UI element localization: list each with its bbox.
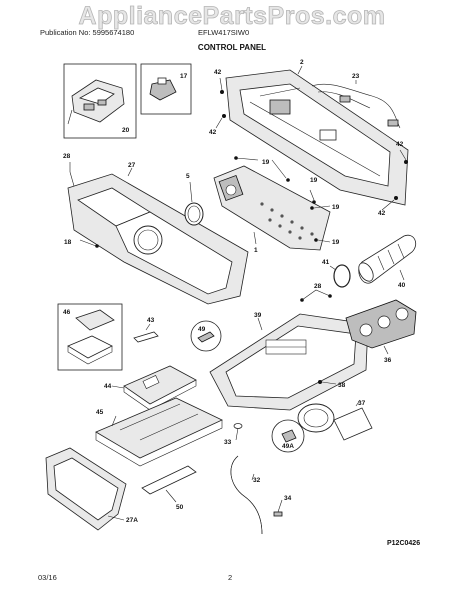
- callout-39: 39: [254, 312, 262, 319]
- part-32-hose: 32: [230, 455, 263, 535]
- part-2-rear-frame: 2: [225, 59, 409, 206]
- part-38-screw: 38: [318, 380, 346, 389]
- callout-49: 49: [198, 326, 206, 333]
- callout-32: 32: [253, 477, 261, 484]
- part-20-inset: 20: [63, 63, 137, 139]
- callout-27a: 27A: [126, 517, 138, 524]
- callout-19-d: 19: [332, 239, 340, 246]
- part-43-siphon: 43: [133, 317, 159, 343]
- callout-28: 28: [63, 153, 71, 160]
- callout-45: 45: [96, 409, 104, 416]
- part-41-ring: 41: [322, 259, 351, 288]
- screws-42: 42 42 42 42: [209, 69, 408, 217]
- publication-number: Publication No: 5995674180: [40, 28, 135, 37]
- callout-1: 1: [254, 247, 258, 254]
- callout-18: 18: [64, 239, 72, 246]
- part-40-filter: 40: [358, 234, 417, 289]
- part-39-dispenser-housing: 39 28: [209, 283, 369, 411]
- part-46-inset: 46: [57, 303, 123, 371]
- callout-44: 44: [104, 383, 112, 390]
- part-33-clamp: 33: [224, 423, 243, 446]
- part-27-console: 27 28 18: [63, 153, 249, 305]
- part-37-bellows: 37: [297, 399, 373, 441]
- callout-49a: 49A: [282, 443, 294, 450]
- callout-17: 17: [180, 73, 188, 80]
- callout-42-a: 42: [214, 69, 222, 76]
- part-17-inset: 17: [140, 63, 192, 115]
- callout-33: 33: [224, 439, 232, 446]
- callout-37: 37: [358, 400, 366, 407]
- callout-20: 20: [122, 127, 130, 134]
- callout-42-b: 42: [209, 129, 217, 136]
- part-50-bracket: 50: [141, 465, 197, 511]
- part-23-wire-harness: 23: [311, 73, 401, 129]
- callout-19-c: 19: [332, 204, 340, 211]
- watermark-logo: AppliancePartsPros.com: [78, 2, 386, 31]
- callout-42-c: 42: [396, 141, 404, 148]
- diagram-reference: P12C0426: [387, 540, 421, 547]
- callout-50: 50: [176, 504, 184, 511]
- callout-19-a: 19: [262, 159, 270, 166]
- part-1-control-board: 1: [213, 165, 331, 254]
- footer-date: 03/16: [38, 573, 57, 582]
- callout-34: 34: [284, 495, 292, 502]
- callout-36: 36: [384, 357, 392, 364]
- callout-41: 41: [322, 259, 330, 266]
- callout-27: 27: [128, 162, 136, 169]
- screws-19: 19 19 19 19: [234, 156, 340, 246]
- part-34-clip: 34: [273, 495, 292, 517]
- part-36-water-valve: 36: [345, 299, 417, 364]
- callout-38: 38: [338, 382, 346, 389]
- part-49a-detail: 49A: [271, 419, 305, 453]
- callout-46: 46: [63, 309, 71, 316]
- part-45-dispenser-drawer: 45: [95, 397, 223, 467]
- part-27a-drawer-front: 27A: [45, 447, 138, 531]
- callout-28-b: 28: [314, 283, 322, 290]
- callout-43: 43: [147, 317, 155, 324]
- callout-5: 5: [186, 173, 190, 180]
- part-5-ring: 5: [184, 173, 204, 226]
- page-number: 2: [228, 573, 233, 582]
- page-title: CONTROL PANEL: [197, 43, 267, 52]
- callout-23: 23: [352, 73, 360, 80]
- part-44-drawer-insert: 44: [104, 365, 197, 411]
- callout-40: 40: [398, 282, 406, 289]
- callout-19-b: 19: [310, 177, 318, 184]
- callout-2: 2: [300, 59, 304, 66]
- part-49-detail: 49: [190, 320, 222, 352]
- callout-42-d: 42: [378, 210, 386, 217]
- model-number: EFLW417SIW0: [198, 28, 250, 37]
